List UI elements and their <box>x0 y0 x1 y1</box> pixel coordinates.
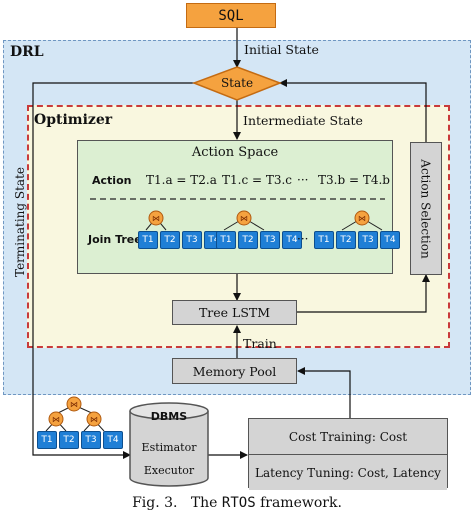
table-node: T4 <box>380 231 400 249</box>
action-item-1: T1.a = T2.a <box>146 173 217 187</box>
cost-training-label: Cost Training: Cost <box>288 429 408 444</box>
svg-text:⋈: ⋈ <box>90 415 98 424</box>
action-item-3: T3.b = T4.b <box>318 173 390 187</box>
drl-label: DRL <box>10 44 44 60</box>
sql-box: SQL <box>186 3 276 28</box>
state-label: State <box>220 76 254 90</box>
action-item-2: T1.c = T3.c <box>222 173 293 187</box>
table-node: T2 <box>238 231 258 249</box>
join-tree-1: T1 T2 T3 T4 <box>138 231 224 249</box>
action-space-title: Action Space <box>191 145 279 160</box>
final-join-tree: T1 T2 T3 T4 <box>37 431 123 449</box>
caption-prefix: Fig. 3. The <box>132 495 222 511</box>
dbms-estimator: Estimator <box>141 441 197 454</box>
svg-text:⋈: ⋈ <box>52 415 60 424</box>
dbms-cylinder <box>129 402 209 487</box>
join-operator-nodes <box>48 210 370 427</box>
arrow-cost-to-memory-pool <box>297 367 351 418</box>
join-tree-2: T1 T2 T3 T4 <box>216 231 302 249</box>
action-space-panel <box>77 140 393 274</box>
svg-text:⋈: ⋈ <box>240 214 248 223</box>
join-tree-edges <box>145 217 383 231</box>
table-node: T2 <box>336 231 356 249</box>
dbms-executor: Executor <box>143 464 195 477</box>
cost-training-row: Cost Training: Cost <box>249 419 447 455</box>
memory-pool-label: Memory Pool <box>192 363 277 379</box>
arrow-terminating-state <box>32 82 196 459</box>
memory-pool-box: Memory Pool <box>172 358 297 384</box>
cost-training-box: Cost Training: Cost Latency Tuning: Cost… <box>248 418 448 490</box>
intermediate-state-label: Intermediate State <box>243 113 363 128</box>
action-selection-box: Action Selection <box>410 142 442 275</box>
initial-state-label: Initial State <box>244 42 319 57</box>
action-ellipsis: ··· <box>297 173 309 187</box>
action-selection-label: Action Selection <box>419 158 434 259</box>
join-tree-3: T1 T2 T3 T4 <box>314 231 400 249</box>
sql-label: SQL <box>218 7 244 24</box>
terminating-state-label: Terminating State <box>13 166 27 277</box>
table-node: T3 <box>260 231 280 249</box>
tree-lstm-box: Tree LSTM <box>172 300 297 325</box>
table-node: T1 <box>216 231 236 249</box>
svg-text:⋈: ⋈ <box>358 214 366 223</box>
caption-suffix: framework. <box>255 495 342 511</box>
action-label: Action <box>92 174 132 187</box>
table-node: T2 <box>59 431 79 449</box>
figure-caption: Fig. 3. The RTOS framework. <box>0 495 474 511</box>
join-tree-ellipsis: ··· <box>297 232 309 246</box>
table-node: T1 <box>37 431 57 449</box>
table-node: T3 <box>358 231 378 249</box>
table-node: T3 <box>81 431 101 449</box>
arrow-tree-lstm-to-action-selection <box>297 274 430 313</box>
table-node: T4 <box>103 431 123 449</box>
optimizer-label: Optimizer <box>34 112 113 128</box>
latency-tuning-label: Latency Tuning: Cost, Latency <box>255 465 441 480</box>
join-tree-label: Join Tree <box>88 233 142 246</box>
tree-lstm-label: Tree LSTM <box>198 305 271 320</box>
table-node: T4 <box>282 231 302 249</box>
arrow-action-selection-to-state <box>279 79 427 142</box>
state-diamond <box>191 66 283 101</box>
latency-tuning-row: Latency Tuning: Cost, Latency <box>249 455 447 490</box>
join-operator-glyphs: ⋈ ⋈ ⋈ ⋈ ⋈ ⋈ <box>52 214 366 424</box>
table-node: T2 <box>160 231 180 249</box>
dbms-title: DBMS <box>150 410 188 423</box>
table-node: T1 <box>138 231 158 249</box>
table-node: T1 <box>314 231 334 249</box>
caption-name: RTOS <box>221 495 256 511</box>
svg-text:⋈: ⋈ <box>152 214 160 223</box>
table-node: T3 <box>182 231 202 249</box>
train-label: Train <box>243 336 277 351</box>
svg-text:⋈: ⋈ <box>70 400 78 409</box>
